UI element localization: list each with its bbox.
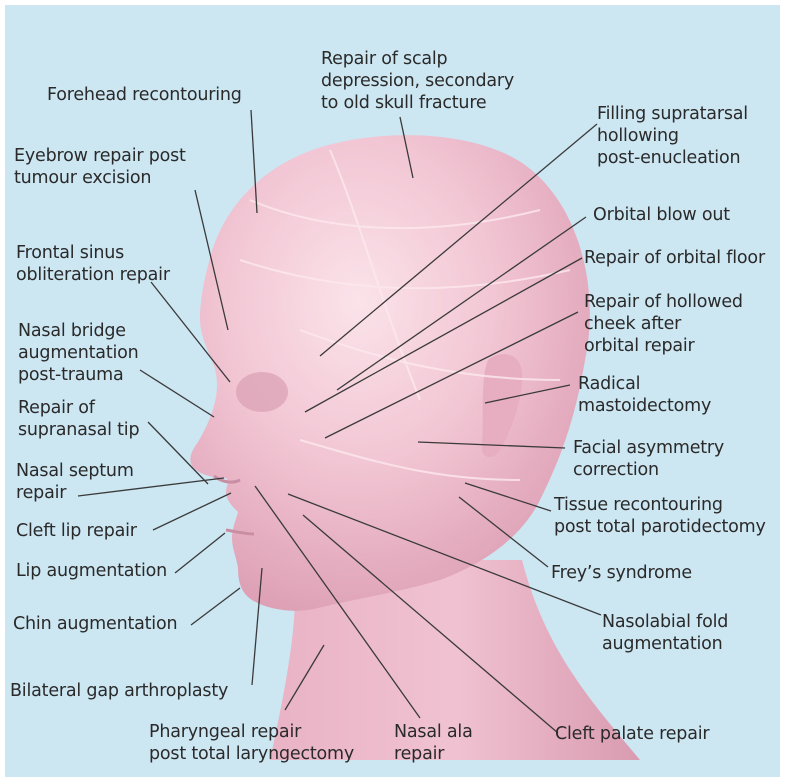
label-supratarsal-hollowing: Filling supratarsal hollowing post-enucl… [597, 103, 748, 169]
head-shape [190, 135, 589, 611]
label-freys-syndrome: Frey’s syndrome [551, 562, 692, 584]
label-nasolabial-fold: Nasolabial fold augmentation [602, 611, 728, 655]
leader-cleft-lip [153, 493, 231, 530]
label-hollowed-cheek: Repair of hollowed cheek after orbital r… [584, 291, 743, 357]
leader-nasal-bridge [140, 370, 214, 417]
label-cleft-lip: Cleft lip repair [16, 520, 137, 542]
label-chin-augmentation: Chin augmentation [13, 613, 177, 635]
label-facial-asymmetry: Facial asymmetry correction [573, 437, 724, 481]
label-scalp-depression: Repair of scalp depression, secondary to… [321, 48, 514, 114]
label-nasal-bridge: Nasal bridge augmentation post-trauma [18, 320, 139, 386]
leader-chin [191, 588, 240, 625]
label-frontal-sinus: Frontal sinus obliteration repair [16, 242, 170, 286]
label-orbital-floor: Repair of orbital floor [584, 247, 765, 269]
label-eyebrow-repair: Eyebrow repair post tumour excision [14, 145, 186, 189]
label-forehead-recontouring: Forehead recontouring [47, 84, 242, 106]
label-orbital-blow-out: Orbital blow out [593, 204, 730, 226]
label-tissue-recontouring: Tissue recontouring post total parotidec… [554, 494, 766, 538]
leader-lip-aug [175, 533, 225, 573]
label-nasal-septum: Nasal septum repair [16, 460, 134, 504]
label-radical-mastoidectomy: Radical mastoidectomy [578, 373, 711, 417]
label-bilateral-gap: Bilateral gap arthroplasty [10, 680, 228, 702]
label-cleft-palate: Cleft palate repair [555, 723, 709, 745]
label-nasal-ala: Nasal ala repair [394, 721, 473, 765]
eye-socket [236, 372, 288, 412]
label-lip-augmentation: Lip augmentation [16, 560, 167, 582]
label-supranasal-tip: Repair of supranasal tip [18, 397, 139, 441]
label-pharyngeal-repair: Pharyngeal repair post total laryngectom… [149, 721, 354, 765]
